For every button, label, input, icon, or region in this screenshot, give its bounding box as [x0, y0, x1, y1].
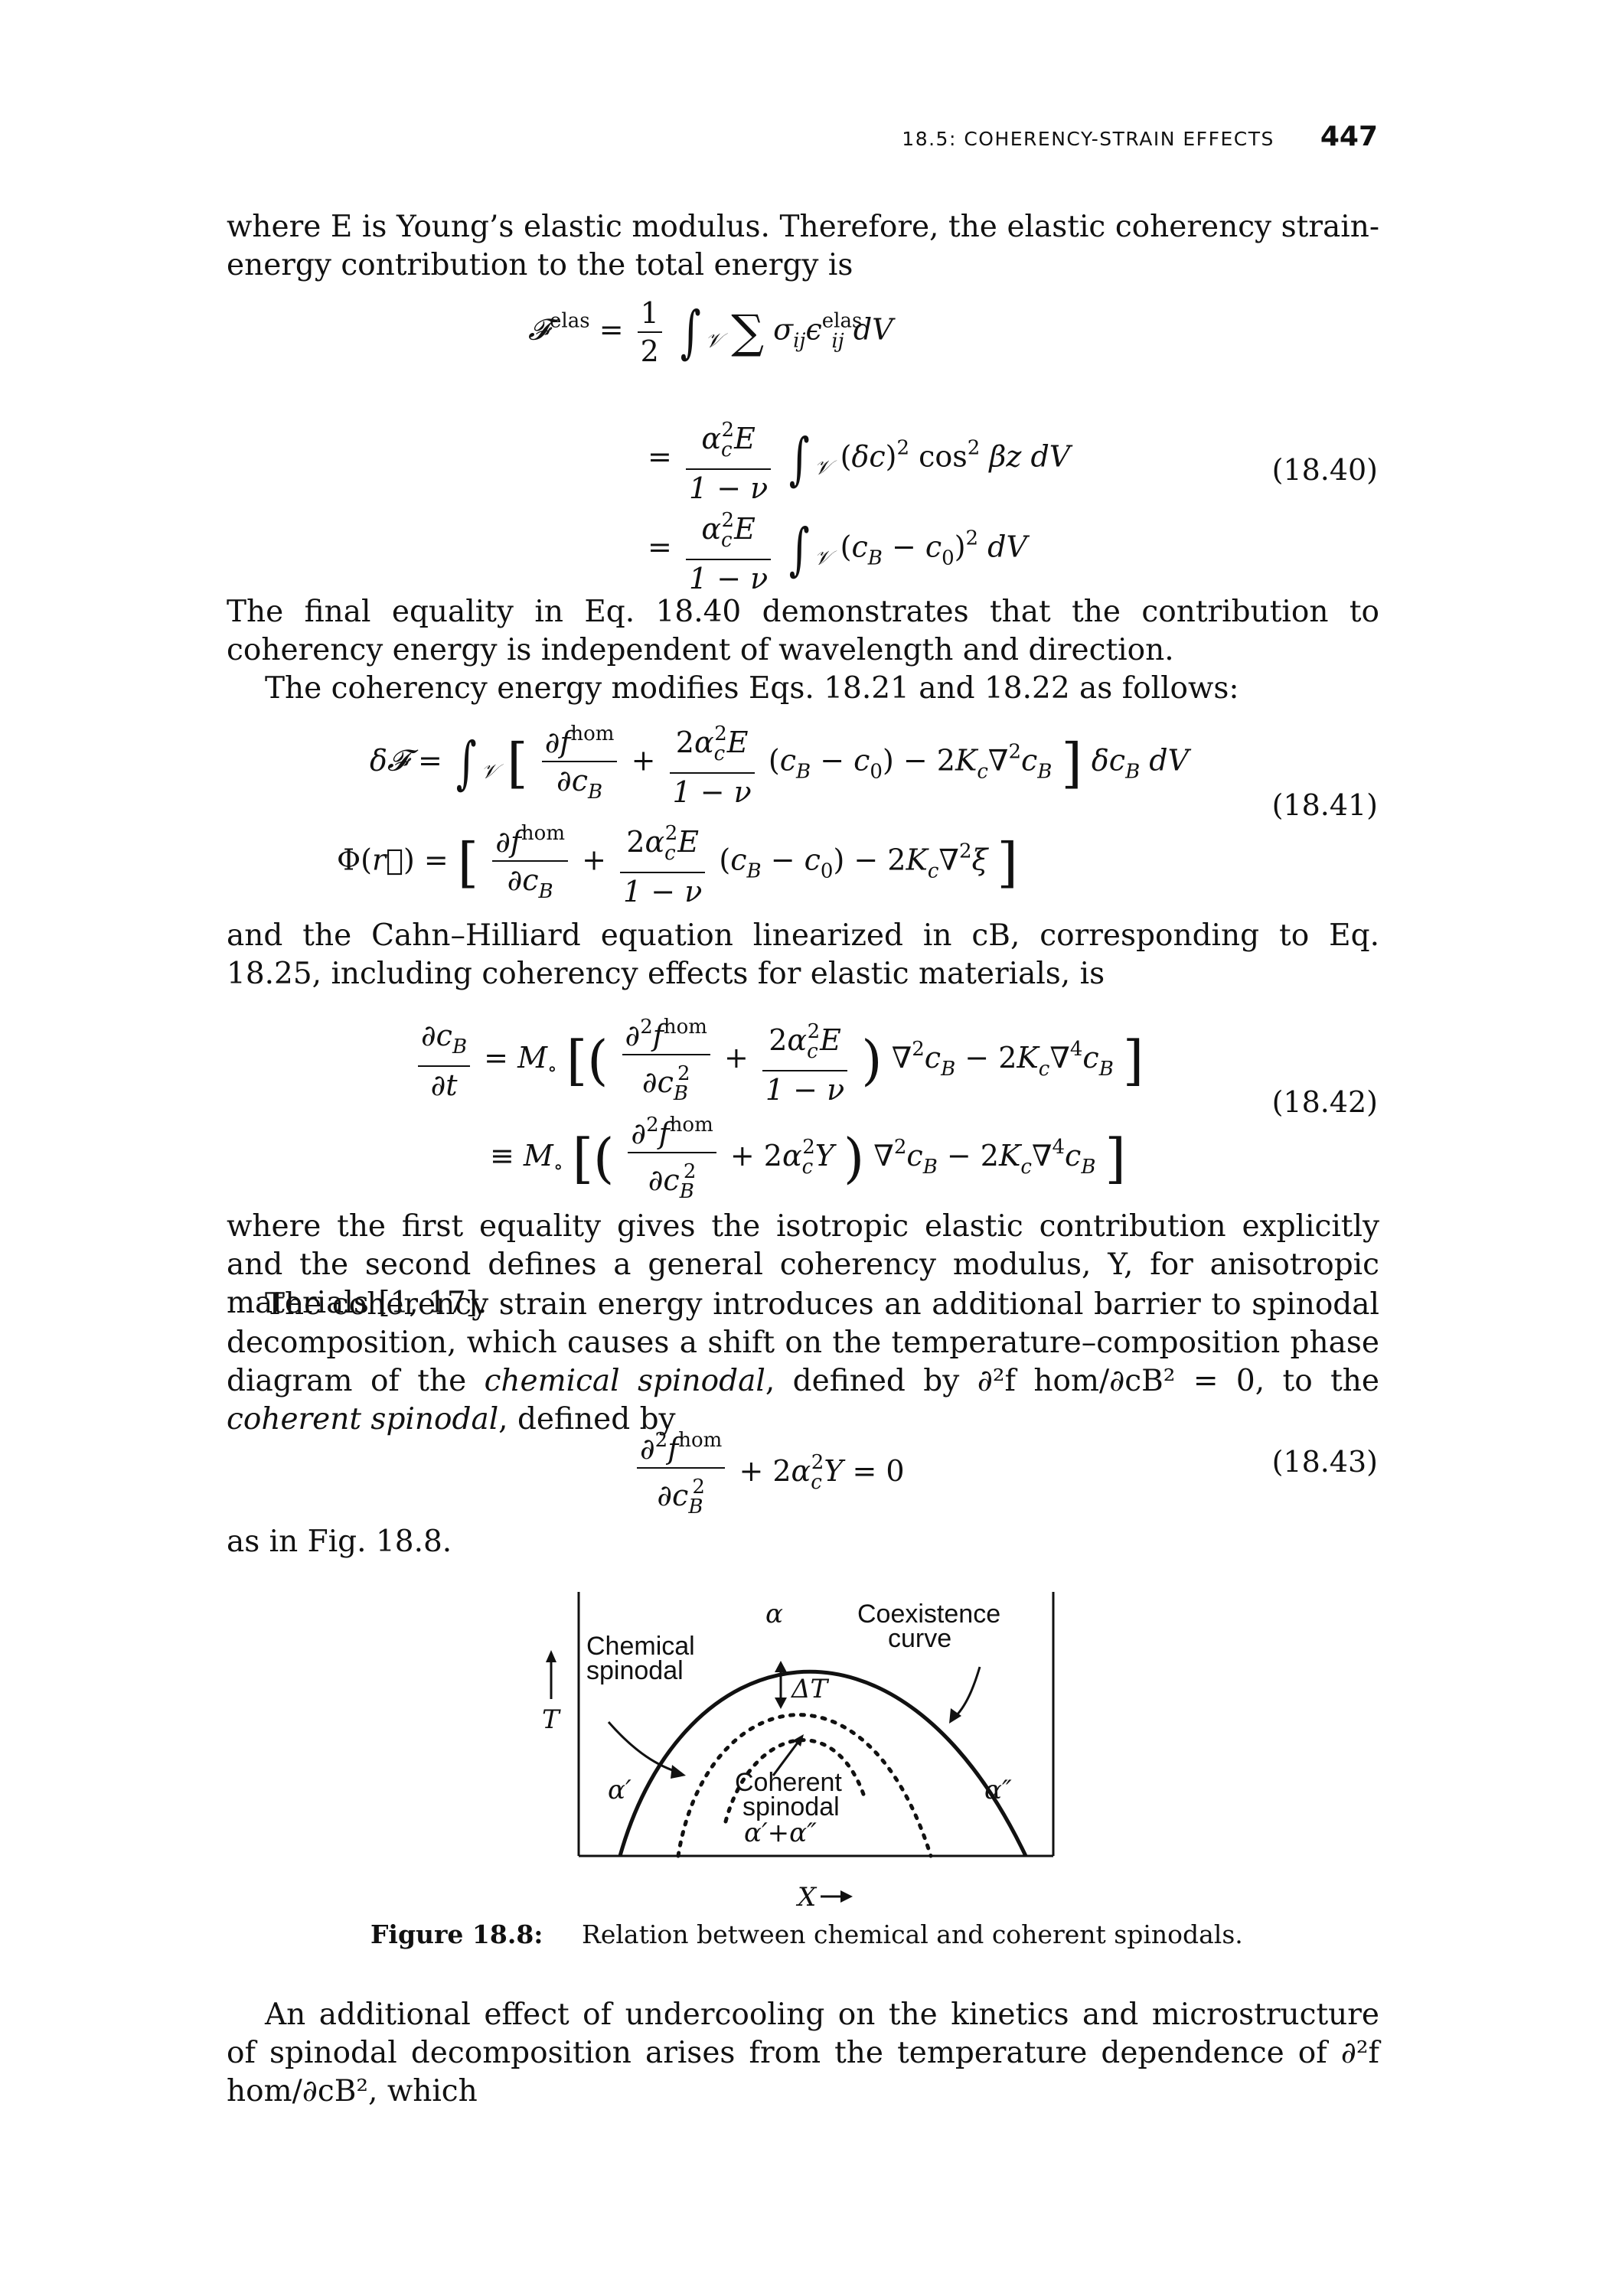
- paragraph-7: as in Fig. 18.8.: [227, 1525, 452, 1559]
- coexistence-curve: [618, 1669, 1028, 1857]
- equation-number-18-43: (18.43): [1271, 1445, 1378, 1479]
- paragraph-6-part-c: , defined by ∂²f hom/∂cB² = 0, to the: [765, 1364, 1379, 1398]
- figure-phase-diagram: α Coexistence curve Chemical spinodal ΔT…: [542, 1592, 1055, 1913]
- equation-number-18-40: (18.40): [1271, 453, 1378, 487]
- equation-number-18-41: (18.41): [1271, 788, 1378, 822]
- label-temperature: T: [542, 1704, 561, 1735]
- chemical-spinodal-pointer: [607, 1721, 686, 1779]
- label-alpha: α: [765, 1599, 783, 1629]
- paragraph-8: An additional effect of undercooling on …: [227, 1998, 1379, 2108]
- figure-caption: Figure 18.8: Relation between chemical a…: [370, 1919, 1243, 1949]
- paragraph-3: The coherency energy modifies Eqs. 18.21…: [265, 671, 1239, 706]
- paragraph-2: The final equality in Eq. 18.40 demonstr…: [227, 595, 1379, 667]
- label-alpha-double-prime: α″: [984, 1775, 1012, 1805]
- page-number: 447: [1320, 121, 1378, 152]
- paragraph-6-part-a: The coherency strain energy introduces a…: [227, 1287, 1379, 1398]
- running-head: 18.5: COHERENCY-STRAIN EFFECTS 447: [902, 121, 1378, 158]
- coherent-spinodal-curve: [723, 1738, 867, 1824]
- delta-t-arrow: [775, 1661, 787, 1709]
- paragraph-1: where E is Young’s elastic modulus. Ther…: [227, 210, 1379, 282]
- paragraph-6-part-e: , defined by: [498, 1402, 676, 1437]
- running-title: 18.5: COHERENCY-STRAIN EFFECTS: [902, 128, 1274, 150]
- label-chemical: Chemical: [586, 1632, 695, 1661]
- caption-label: Figure 18.8:: [370, 1919, 543, 1949]
- label-two-phase: α′+α″: [744, 1818, 817, 1848]
- paragraph-6: The coherency strain energy introduces a…: [227, 1286, 1379, 1439]
- label-spinodal-1: spinodal: [586, 1656, 684, 1685]
- paragraph-4: and the Cahn–Hilliard equation linearize…: [227, 918, 1379, 991]
- chemical-spinodal-term: chemical spinodal: [484, 1364, 765, 1398]
- label-composition: X: [795, 1882, 818, 1913]
- caption-text: Relation between chemical and coherent s…: [581, 1919, 1243, 1949]
- temperature-axis-arrow: [546, 1650, 556, 1699]
- coherent-spinodal-pointer: [772, 1734, 804, 1776]
- label-alpha-prime: α′: [608, 1775, 632, 1805]
- coexistence-pointer: [949, 1666, 981, 1724]
- label-coexistence: Coexistence: [857, 1600, 1000, 1629]
- label-delta-t: ΔT: [790, 1674, 830, 1704]
- equation-18-42-line2: ≡ M∘ [( ∂2fhom∂cB2 + 2αc2Y ) ∇2cB − 2Kc∇…: [490, 1107, 1126, 1210]
- paragraph-5: where the first equality gives the isotr…: [227, 1209, 1379, 1320]
- label-curve: curve: [888, 1624, 951, 1653]
- chemical-spinodal-curve: [676, 1713, 933, 1858]
- composition-axis-arrow: [821, 1890, 853, 1903]
- equation-18-43: ∂2fhom∂cB2 + 2αc2Y = 0: [632, 1422, 905, 1525]
- equation-number-18-42: (18.42): [1271, 1085, 1378, 1119]
- label-coherent: Coherent: [735, 1768, 842, 1797]
- coherent-spinodal-term: coherent spinodal: [227, 1402, 499, 1437]
- label-spinodal-2: spinodal: [742, 1792, 840, 1821]
